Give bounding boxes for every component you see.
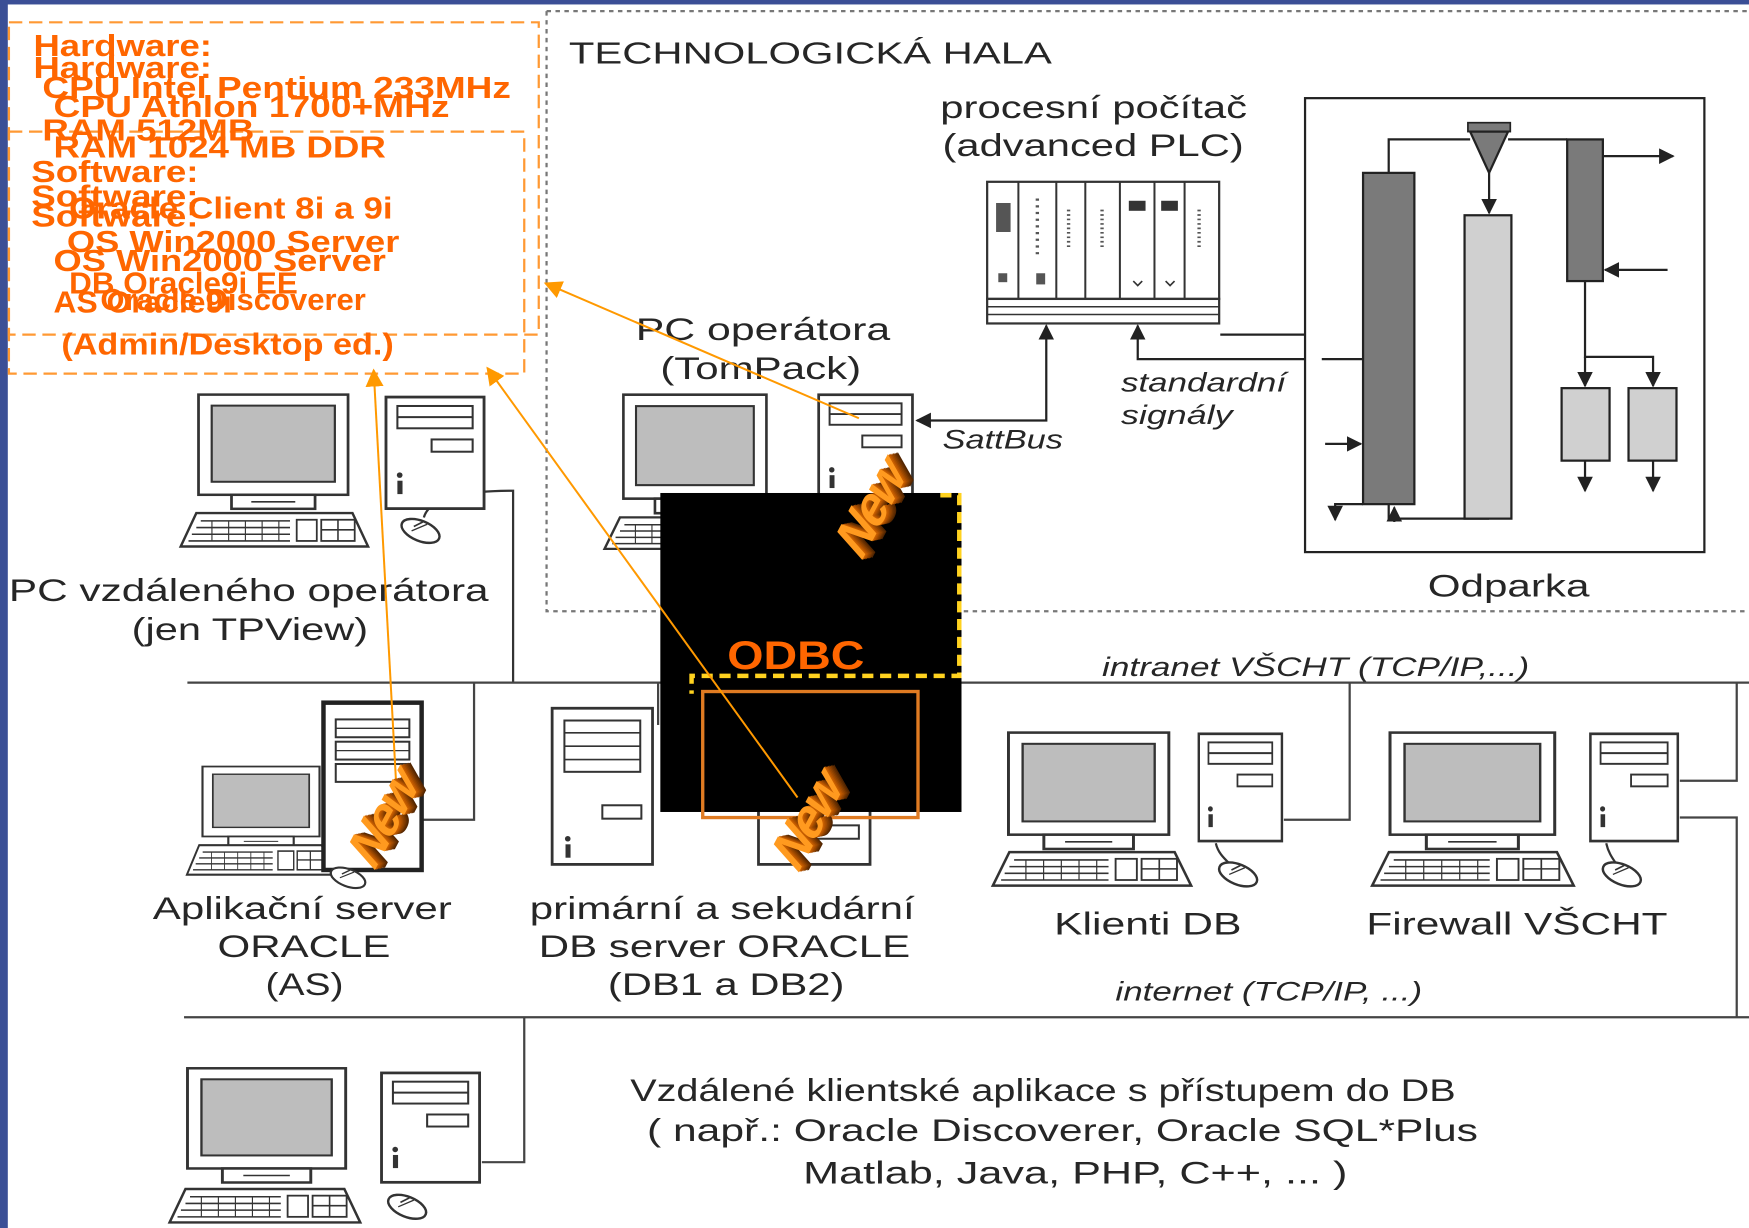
callout-arrow-db-server bbox=[486, 366, 799, 799]
db-server-primary-icon bbox=[550, 706, 654, 866]
firewall-monitor-icon bbox=[1388, 731, 1557, 851]
plc-label-line2: (advanced PLC) bbox=[943, 128, 1244, 163]
evaporator-tank-left bbox=[1560, 387, 1611, 462]
spec-line: Oracle Discoverer bbox=[100, 284, 366, 317]
firewall-label: Firewall VŠCHT bbox=[1366, 907, 1667, 942]
evaporator-separator bbox=[1468, 130, 1510, 176]
db-server-label-line2: DB server ORACLE bbox=[539, 929, 910, 964]
evaporator-light-column bbox=[1463, 214, 1513, 520]
spec-box-lower bbox=[7, 130, 526, 375]
spec-line: Oracle Client 8i a 9i bbox=[69, 193, 392, 226]
hall-title: TECHNOLOGICKÁ HALA bbox=[569, 38, 1053, 71]
app-server-label-line2: ORACLE bbox=[218, 929, 391, 964]
plc-label-line1: procesní počítač bbox=[940, 90, 1247, 125]
remote-operator-label-line1: PC vzdáleného operátora bbox=[9, 573, 489, 608]
spec-text-pc-operator: Hardware: CPU Intel Pentium 233MHz RAM 5… bbox=[31, 30, 511, 259]
evaporator-main-column bbox=[1361, 171, 1416, 506]
spec-line: OS Win2000 Server bbox=[54, 245, 387, 278]
clients-mouse-icon bbox=[1214, 858, 1262, 891]
app-server-link bbox=[421, 682, 476, 821]
odbc-overlay: ODBC bbox=[660, 492, 962, 820]
slide-frame-top bbox=[0, 0, 1749, 5]
odbc-box bbox=[701, 689, 920, 820]
odbc-highlight-dashed bbox=[689, 492, 962, 694]
remote-client-tower-icon bbox=[380, 1071, 482, 1184]
spec-text-db-server: Software: DB Oracle9i EE bbox=[31, 200, 298, 300]
spec-line: OS Win2000 Server bbox=[67, 226, 400, 259]
signals-label-line2: signály bbox=[1121, 400, 1235, 430]
app-server-tower-icon bbox=[321, 700, 424, 873]
db-server-label-line3: (DB1 a DB2) bbox=[608, 967, 844, 1002]
app-server-label-line3: (AS) bbox=[265, 967, 343, 1002]
clients-link bbox=[1283, 682, 1351, 821]
clients-keyboard-icon bbox=[991, 850, 1193, 887]
app-server-monitor-icon bbox=[201, 765, 321, 848]
signals-label-line1: standardní bbox=[1121, 367, 1289, 397]
evaporator-schematic bbox=[1303, 97, 1706, 554]
remote-operator-tower-icon bbox=[384, 395, 486, 511]
clients-monitor-icon bbox=[1007, 731, 1171, 851]
slide-frame-left bbox=[0, 0, 8, 1228]
spec-line: Hardware: bbox=[33, 30, 211, 63]
spec-text-app-server: Hardware: CPU Athlon 1700+MHz RAM 1024 M… bbox=[31, 52, 449, 362]
evaporator-condenser bbox=[1566, 138, 1604, 283]
remote-client-keyboard-icon bbox=[168, 1187, 362, 1224]
remote-operator-keyboard-icon bbox=[179, 511, 370, 548]
hall-boundary bbox=[545, 10, 1749, 613]
db-server-label-line1: primární a sekudární bbox=[530, 891, 915, 926]
remote-operator-mouse-icon bbox=[396, 515, 445, 547]
spec-line: DB Oracle9i EE bbox=[69, 267, 298, 300]
callout-arrow-operator bbox=[543, 281, 860, 420]
firewall-keyboard-icon bbox=[1370, 850, 1576, 887]
spec-line: RAM 512MB bbox=[42, 115, 254, 148]
spec-line: Software: bbox=[31, 200, 198, 233]
firewall-internet-link bbox=[1679, 816, 1738, 1018]
spec-line: RAM 1024 MB DDR bbox=[54, 131, 387, 164]
remote-apps-line1: Vzdálené klientské aplikace s přístupem … bbox=[630, 1073, 1455, 1108]
app-server-label-line1: Aplikační server bbox=[153, 891, 452, 926]
spec-line: Software: bbox=[31, 180, 198, 213]
remote-client-link bbox=[481, 1017, 526, 1164]
remote-operator-monitor-icon bbox=[197, 393, 350, 511]
signal-link-lower bbox=[1129, 324, 1322, 361]
plc-device bbox=[986, 180, 1221, 325]
internet-label: internet (TCP/IP, ...) bbox=[1115, 976, 1422, 1006]
spec-line: CPU Intel Pentium 233MHz bbox=[42, 72, 510, 105]
remote-apps-line3: Matlab, Java, PHP, C++, ... ) bbox=[803, 1155, 1347, 1190]
remote-apps-line2: ( např.: Oracle Discoverer, Oracle SQL*P… bbox=[647, 1113, 1478, 1148]
spec-line: Software: bbox=[31, 156, 198, 189]
spec-line: CPU Athlon 1700+MHz bbox=[54, 91, 450, 124]
remote-operator-label-line2: (jen TPView) bbox=[132, 612, 368, 647]
remote-client-monitor-icon bbox=[186, 1066, 348, 1184]
clients-tower-icon bbox=[1197, 732, 1284, 843]
firewall-intranet-link bbox=[1679, 682, 1738, 782]
spec-line: Hardware: bbox=[33, 52, 211, 85]
callout-arrow-app-server bbox=[365, 368, 397, 781]
firewall-tower-icon bbox=[1589, 732, 1680, 843]
spec-line: AS Oracle9i bbox=[54, 286, 232, 319]
app-server-keyboard-icon bbox=[185, 844, 336, 876]
sattbus-link bbox=[915, 324, 1055, 429]
evaporator-tank-right bbox=[1627, 387, 1678, 462]
evaporator-label: Odparka bbox=[1428, 569, 1591, 604]
intranet-label: intranet VŠCHT (TCP/IP,...) bbox=[1102, 651, 1529, 682]
odbc-label: ODBC bbox=[727, 633, 864, 678]
operator-pc-label-line1: PC operátora bbox=[636, 312, 891, 347]
operator-pc-label-line2: (TomPack) bbox=[660, 351, 861, 386]
sattbus-label: SattBus bbox=[943, 424, 1063, 454]
clients-label: Klienti DB bbox=[1054, 907, 1241, 942]
remote-client-mouse-icon bbox=[383, 1191, 431, 1223]
firewall-mouse-icon bbox=[1598, 858, 1646, 891]
spec-line: (Admin/Desktop ed.) bbox=[61, 329, 393, 362]
